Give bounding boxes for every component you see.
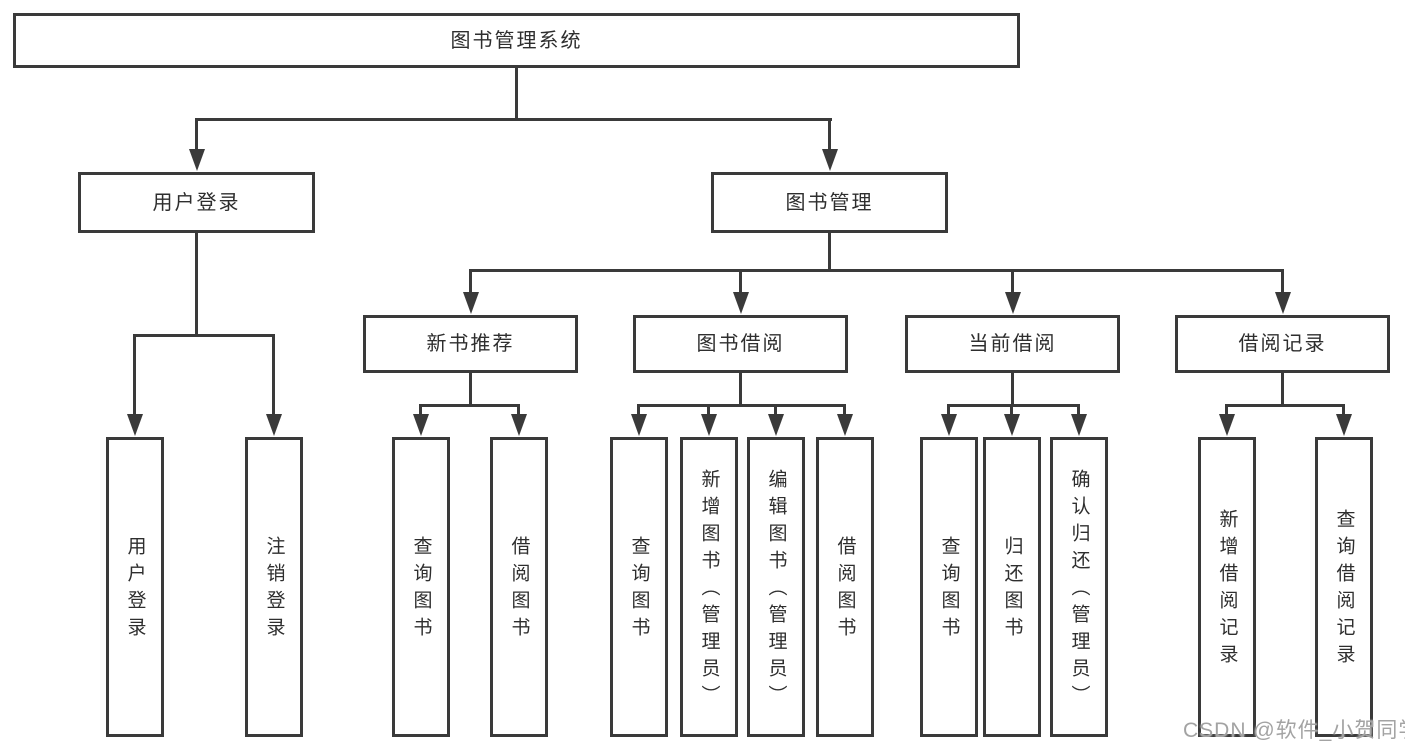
leaf-edit-book-admin: 编辑图书（管理员） xyxy=(747,437,805,737)
leaf-query-borrow-record: 查询借阅记录 xyxy=(1315,437,1373,737)
arrowhead-down-icon xyxy=(462,292,479,314)
node-user-login: 用户登录 xyxy=(78,172,315,233)
connector-line xyxy=(133,334,275,337)
connector-line xyxy=(195,118,832,121)
connector-line xyxy=(1225,404,1345,407)
arrowhead-down-icon xyxy=(940,414,957,436)
node-book-management: 图书管理 xyxy=(711,172,948,233)
connector-line xyxy=(515,68,518,121)
node-borrow-records: 借阅记录 xyxy=(1175,315,1390,373)
connector-line xyxy=(637,404,846,407)
connector-line xyxy=(195,233,198,337)
connector-line xyxy=(739,373,742,407)
arrowhead-down-icon xyxy=(1274,292,1291,314)
arrowhead-down-icon xyxy=(700,414,717,436)
arrowhead-down-icon xyxy=(510,414,527,436)
connector-line xyxy=(828,233,831,272)
arrowhead-down-icon xyxy=(767,414,784,436)
csdn-watermark: CSDN @软件_小贺同学 xyxy=(1183,719,1405,742)
connector-line xyxy=(947,404,1080,407)
connector-line xyxy=(272,334,275,416)
leaf-query-books-borrow: 查询图书 xyxy=(610,437,668,737)
leaf-user-login: 用户登录 xyxy=(106,437,164,737)
arrowhead-down-icon xyxy=(1070,414,1087,436)
connector-line xyxy=(1225,404,1228,418)
leaf-query-books-recommend: 查询图书 xyxy=(392,437,450,737)
connector-line xyxy=(419,404,520,407)
connector-line xyxy=(637,404,640,418)
connector-line xyxy=(517,404,520,418)
leaf-borrow-books: 借阅图书 xyxy=(816,437,874,737)
arrowhead-down-icon xyxy=(836,414,853,436)
arrowhead-down-icon xyxy=(1335,414,1352,436)
arrowhead-down-icon xyxy=(412,414,429,436)
arrowhead-down-icon xyxy=(265,414,282,436)
connector-line xyxy=(469,269,1284,272)
connector-line xyxy=(1281,269,1284,296)
leaf-return-book: 归还图书 xyxy=(983,437,1041,737)
leaf-logout: 注销登录 xyxy=(245,437,303,737)
connector-line xyxy=(419,404,422,418)
leaf-add-book-admin: 新增图书（管理员） xyxy=(680,437,738,737)
connector-line xyxy=(707,404,710,418)
arrowhead-down-icon xyxy=(1003,414,1020,436)
node-root-library-system: 图书管理系统 xyxy=(13,13,1020,68)
connector-line xyxy=(1011,269,1014,296)
arrowhead-down-icon xyxy=(732,292,749,314)
connector-line xyxy=(133,334,136,416)
arrowhead-down-icon xyxy=(1218,414,1235,436)
leaf-confirm-return-admin: 确认归还（管理员） xyxy=(1050,437,1108,737)
arrowhead-down-icon xyxy=(821,149,838,171)
leaf-query-books-current: 查询图书 xyxy=(920,437,978,737)
node-book-borrow: 图书借阅 xyxy=(633,315,848,373)
connector-line xyxy=(843,404,846,418)
connector-line xyxy=(469,269,472,296)
connector-line xyxy=(1010,404,1013,418)
connector-line xyxy=(774,404,777,418)
node-current-borrow: 当前借阅 xyxy=(905,315,1120,373)
connector-line xyxy=(195,118,198,150)
connector-line xyxy=(1077,404,1080,418)
leaf-borrow-books-recommend: 借阅图书 xyxy=(490,437,548,737)
arrowhead-down-icon xyxy=(126,414,143,436)
connector-line xyxy=(1281,373,1284,407)
connector-line xyxy=(739,269,742,296)
leaf-add-borrow-record: 新增借阅记录 xyxy=(1198,437,1256,737)
connector-line xyxy=(947,404,950,418)
arrowhead-down-icon xyxy=(1004,292,1021,314)
arrowhead-down-icon xyxy=(630,414,647,436)
arrowhead-down-icon xyxy=(188,149,205,171)
connector-line xyxy=(828,118,831,150)
connector-line xyxy=(469,373,472,407)
connector-line xyxy=(1011,373,1014,407)
connector-line xyxy=(1342,404,1345,418)
node-new-book-recommend: 新书推荐 xyxy=(363,315,578,373)
